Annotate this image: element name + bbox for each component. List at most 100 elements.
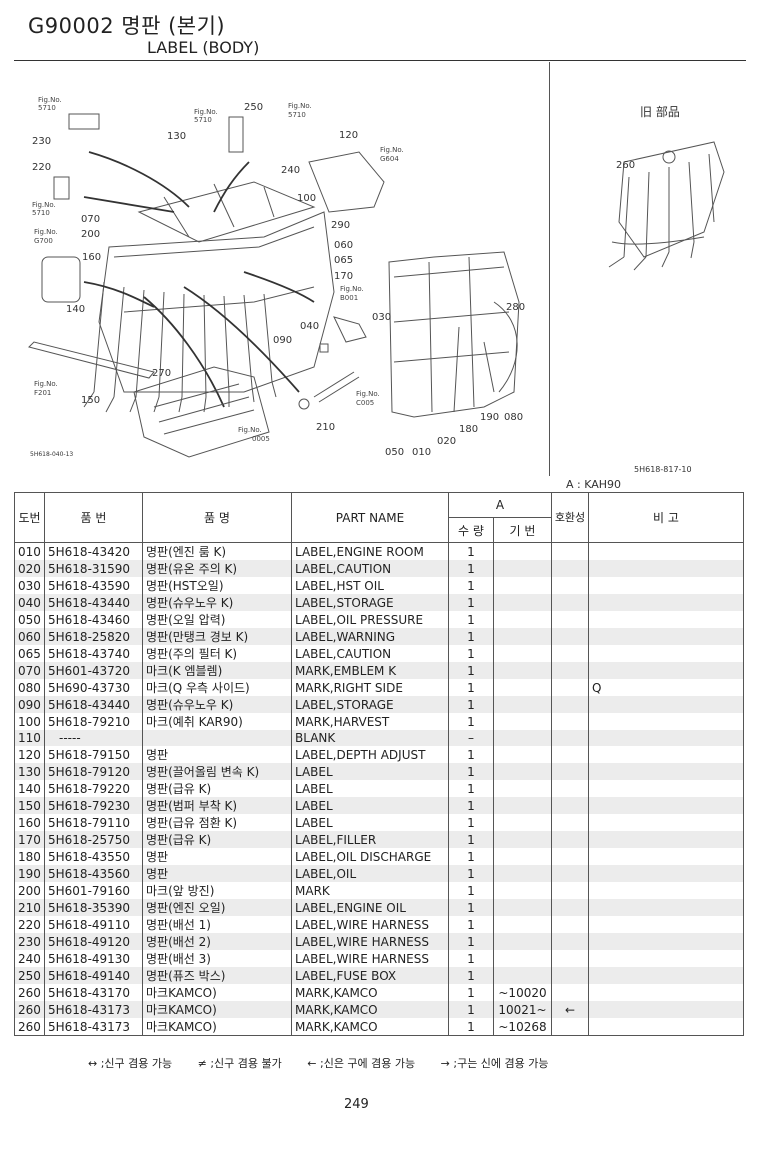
row-qty: 1 [448,797,494,814]
row-interchange [551,645,589,662]
callout-220: 220 [32,162,51,173]
row-qty: 1 [448,746,494,763]
row-part-no: 5H618-43740 [44,645,143,662]
row-serial [493,763,552,780]
row-no: 240 [14,950,45,967]
row-name-kr: 마크KAMCO) [142,984,292,1001]
row-no: 090 [14,696,45,713]
row-no: 130 [14,763,45,780]
parts-table: 도번 품 번 품 명 PART NAME A 호환성 비 고 수 량 기 번 0… [14,492,744,1036]
row-part-no: 5H618-79210 [44,713,143,730]
fig-ref-label: Fig.No. [38,96,62,104]
row-name-kr: 명판 [142,848,292,865]
row-serial [493,848,552,865]
row-no: 150 [14,797,45,814]
row-no: 200 [14,882,45,899]
row-part-name: MARK,KAMCO [291,1018,449,1036]
row-part-no: 5H618-43173 [44,1001,143,1018]
row-remarks [588,560,744,577]
row-no: 260 [14,1001,45,1018]
row-remarks [588,713,744,730]
callout-090: 090 [273,335,292,346]
row-remarks [588,645,744,662]
row-interchange [551,933,589,950]
fig-ref-label: Fig.No. [288,102,312,110]
row-interchange [551,679,589,696]
col-header-part-name: PART NAME [291,492,449,543]
row-remarks [588,984,744,1001]
table-row: 110-----BLANK– [14,730,744,746]
callout-270: 270 [152,368,171,379]
row-interchange [551,916,589,933]
row-part-no: 5H618-43560 [44,865,143,882]
fig-ref-label: Fig.No. [238,426,262,434]
row-part-name: LABEL,WIRE HARNESS [291,933,449,950]
header-code: G90002 명판 (본기) [28,14,226,38]
callout-150: 150 [81,395,100,406]
row-part-name: LABEL,WARNING [291,628,449,645]
fig-ref-num: C005 [356,399,374,407]
row-no: 120 [14,746,45,763]
row-no: 030 [14,577,45,594]
row-name-kr: 명판(배선 3) [142,950,292,967]
row-part-no: 5H618-43460 [44,611,143,628]
row-qty: 1 [448,831,494,848]
row-serial [493,730,552,746]
fig-ref-label: Fig.No. [34,380,58,388]
callout-130: 130 [167,131,186,142]
fig-ref-label: Fig.No. [380,146,404,154]
row-part-no: 5H618-43550 [44,848,143,865]
row-serial [493,899,552,916]
row-part-no: 5H618-35390 [44,899,143,916]
row-remarks [588,848,744,865]
callout-160: 160 [82,252,101,263]
row-name-kr: 명판(배선 1) [142,916,292,933]
row-part-name: LABEL,HST OIL [291,577,449,594]
col-header-no: 도번 [14,492,45,543]
diagram-id-left: 5H618-040-13 [30,451,73,458]
row-serial [493,865,552,882]
row-part-no: 5H618-25750 [44,831,143,848]
row-part-name: LABEL,OIL [291,865,449,882]
callout-260-old: 260 [616,160,635,171]
row-qty: 1 [448,1018,494,1036]
fig-ref-num: 5710 [288,111,306,119]
callout-230: 230 [32,136,51,147]
row-part-no: 5H601-79160 [44,882,143,899]
row-no: 180 [14,848,45,865]
fig-ref-label: Fig.No. [194,108,218,116]
row-remarks [588,746,744,763]
row-no: 190 [14,865,45,882]
row-interchange [551,713,589,730]
row-name-kr: 명판(엔진 오일) [142,899,292,916]
row-part-no: 5H618-79150 [44,746,143,763]
row-part-name: LABEL,WIRE HARNESS [291,950,449,967]
row-part-name: LABEL,CAUTION [291,560,449,577]
row-part-no: 5H618-43440 [44,594,143,611]
legend-item: ≠ ;신구 겸용 불가 [197,1057,282,1070]
fig-ref-num: 5710 [38,104,56,112]
fig-ref-num: 0005 [252,435,270,443]
fig-ref-num: F201 [34,389,51,397]
fig-ref-num: 5710 [194,116,212,124]
col-header-part-no: 품 번 [44,492,143,543]
row-remarks [588,916,744,933]
row-serial [493,679,552,696]
fig-ref-num: G700 [34,237,53,245]
row-part-no: 5H618-49130 [44,950,143,967]
row-interchange [551,899,589,916]
row-serial: ~10268 [493,1018,552,1036]
legend-item: → ;구는 신에 겸용 가능 [440,1057,549,1070]
row-remarks [588,814,744,831]
row-qty: 1 [448,662,494,679]
row-remarks [588,611,744,628]
